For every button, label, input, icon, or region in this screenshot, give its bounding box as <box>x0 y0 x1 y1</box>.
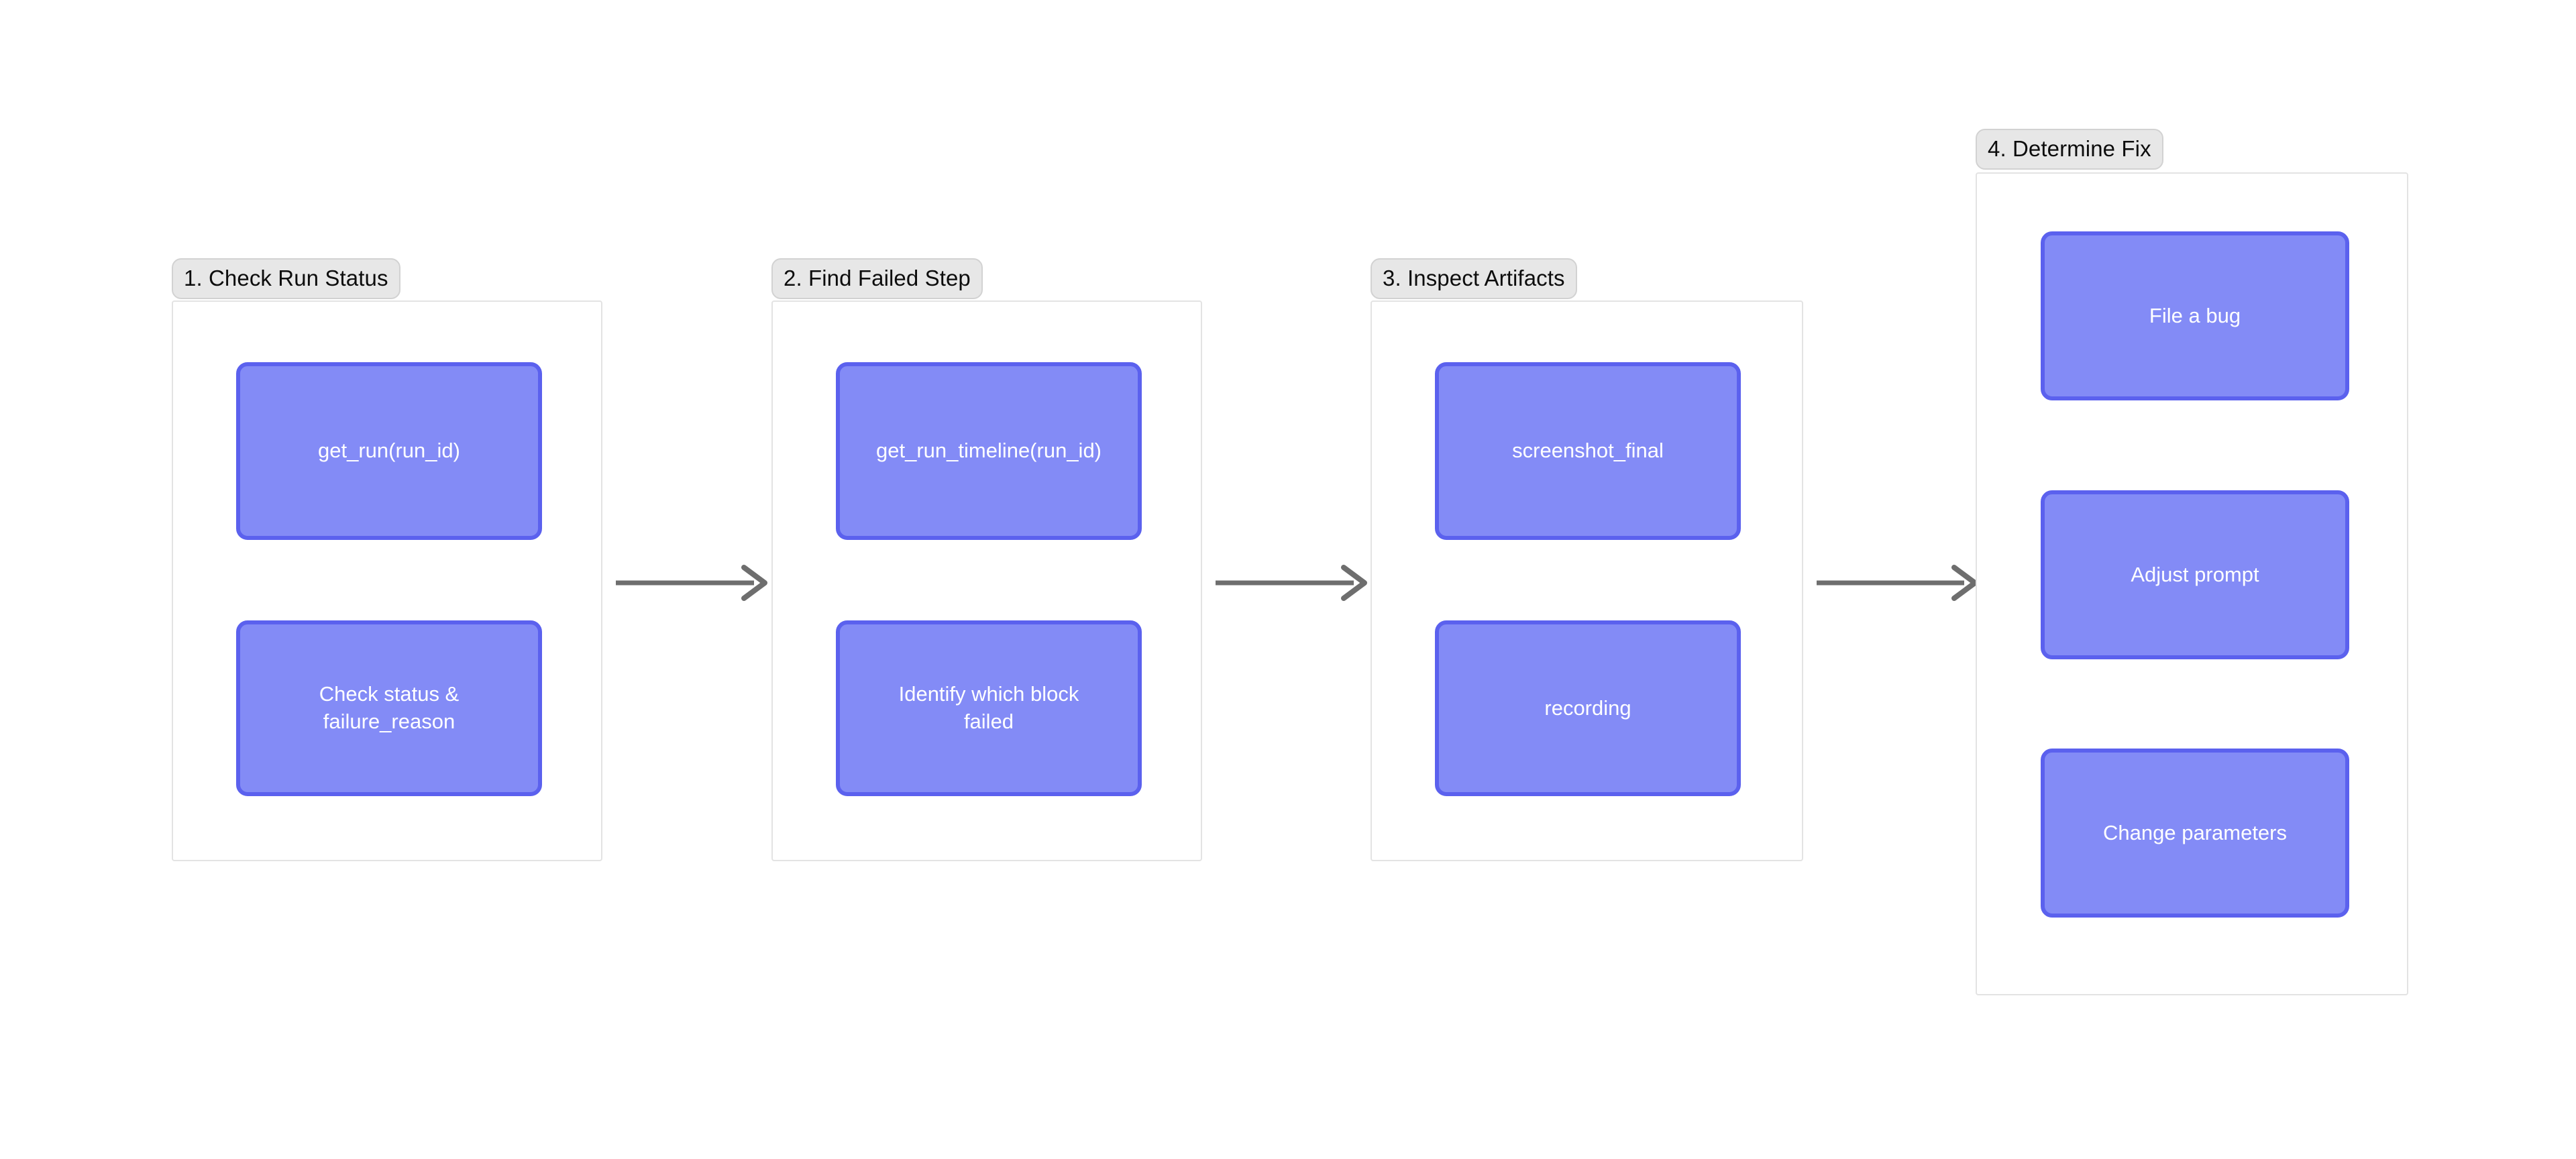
arrow-stage-3-to-4 <box>1815 563 1980 602</box>
node-get-run-timeline[interactable]: get_run_timeline(run_id) <box>836 362 1142 540</box>
node-recording-label: recording <box>1544 696 1631 720</box>
arrow-stage-1-to-2 <box>614 563 769 602</box>
node-screenshot-final-label: screenshot_final <box>1512 439 1664 463</box>
node-file-a-bug[interactable]: File a bug <box>2041 231 2349 400</box>
stage-label-chip-1: 1. Check Run Status <box>172 258 400 299</box>
arrow-right-icon <box>1216 565 1367 601</box>
stage-label-chip-3: 3. Inspect Artifacts <box>1371 258 1577 299</box>
node-adjust-prompt-label: Adjust prompt <box>2131 562 2259 586</box>
stage-label-chip-2: 2. Find Failed Step <box>771 258 983 299</box>
node-get-run-timeline-label: get_run_timeline(run_id) <box>875 439 1102 463</box>
arrow-right-icon <box>616 565 767 601</box>
node-get-run-label: get_run(run_id) <box>318 439 460 463</box>
node-check-status[interactable]: Check status &failure_reason <box>236 620 542 796</box>
node-recording[interactable]: recording <box>1435 620 1741 796</box>
node-change-parameters[interactable]: Change parameters <box>2041 749 2349 918</box>
node-get-run[interactable]: get_run(run_id) <box>236 362 542 540</box>
node-screenshot-final[interactable]: screenshot_final <box>1435 362 1741 540</box>
arrow-stage-2-to-3 <box>1214 563 1368 602</box>
node-adjust-prompt[interactable]: Adjust prompt <box>2041 490 2349 659</box>
node-change-parameters-label: Change parameters <box>2103 820 2287 844</box>
node-file-a-bug-label: File a bug <box>2149 303 2241 327</box>
arrow-right-icon <box>1817 565 1978 601</box>
node-check-status-label: Check status &failure_reason <box>319 682 460 733</box>
stage-label-chip-4: 4. Determine Fix <box>1976 129 2163 170</box>
